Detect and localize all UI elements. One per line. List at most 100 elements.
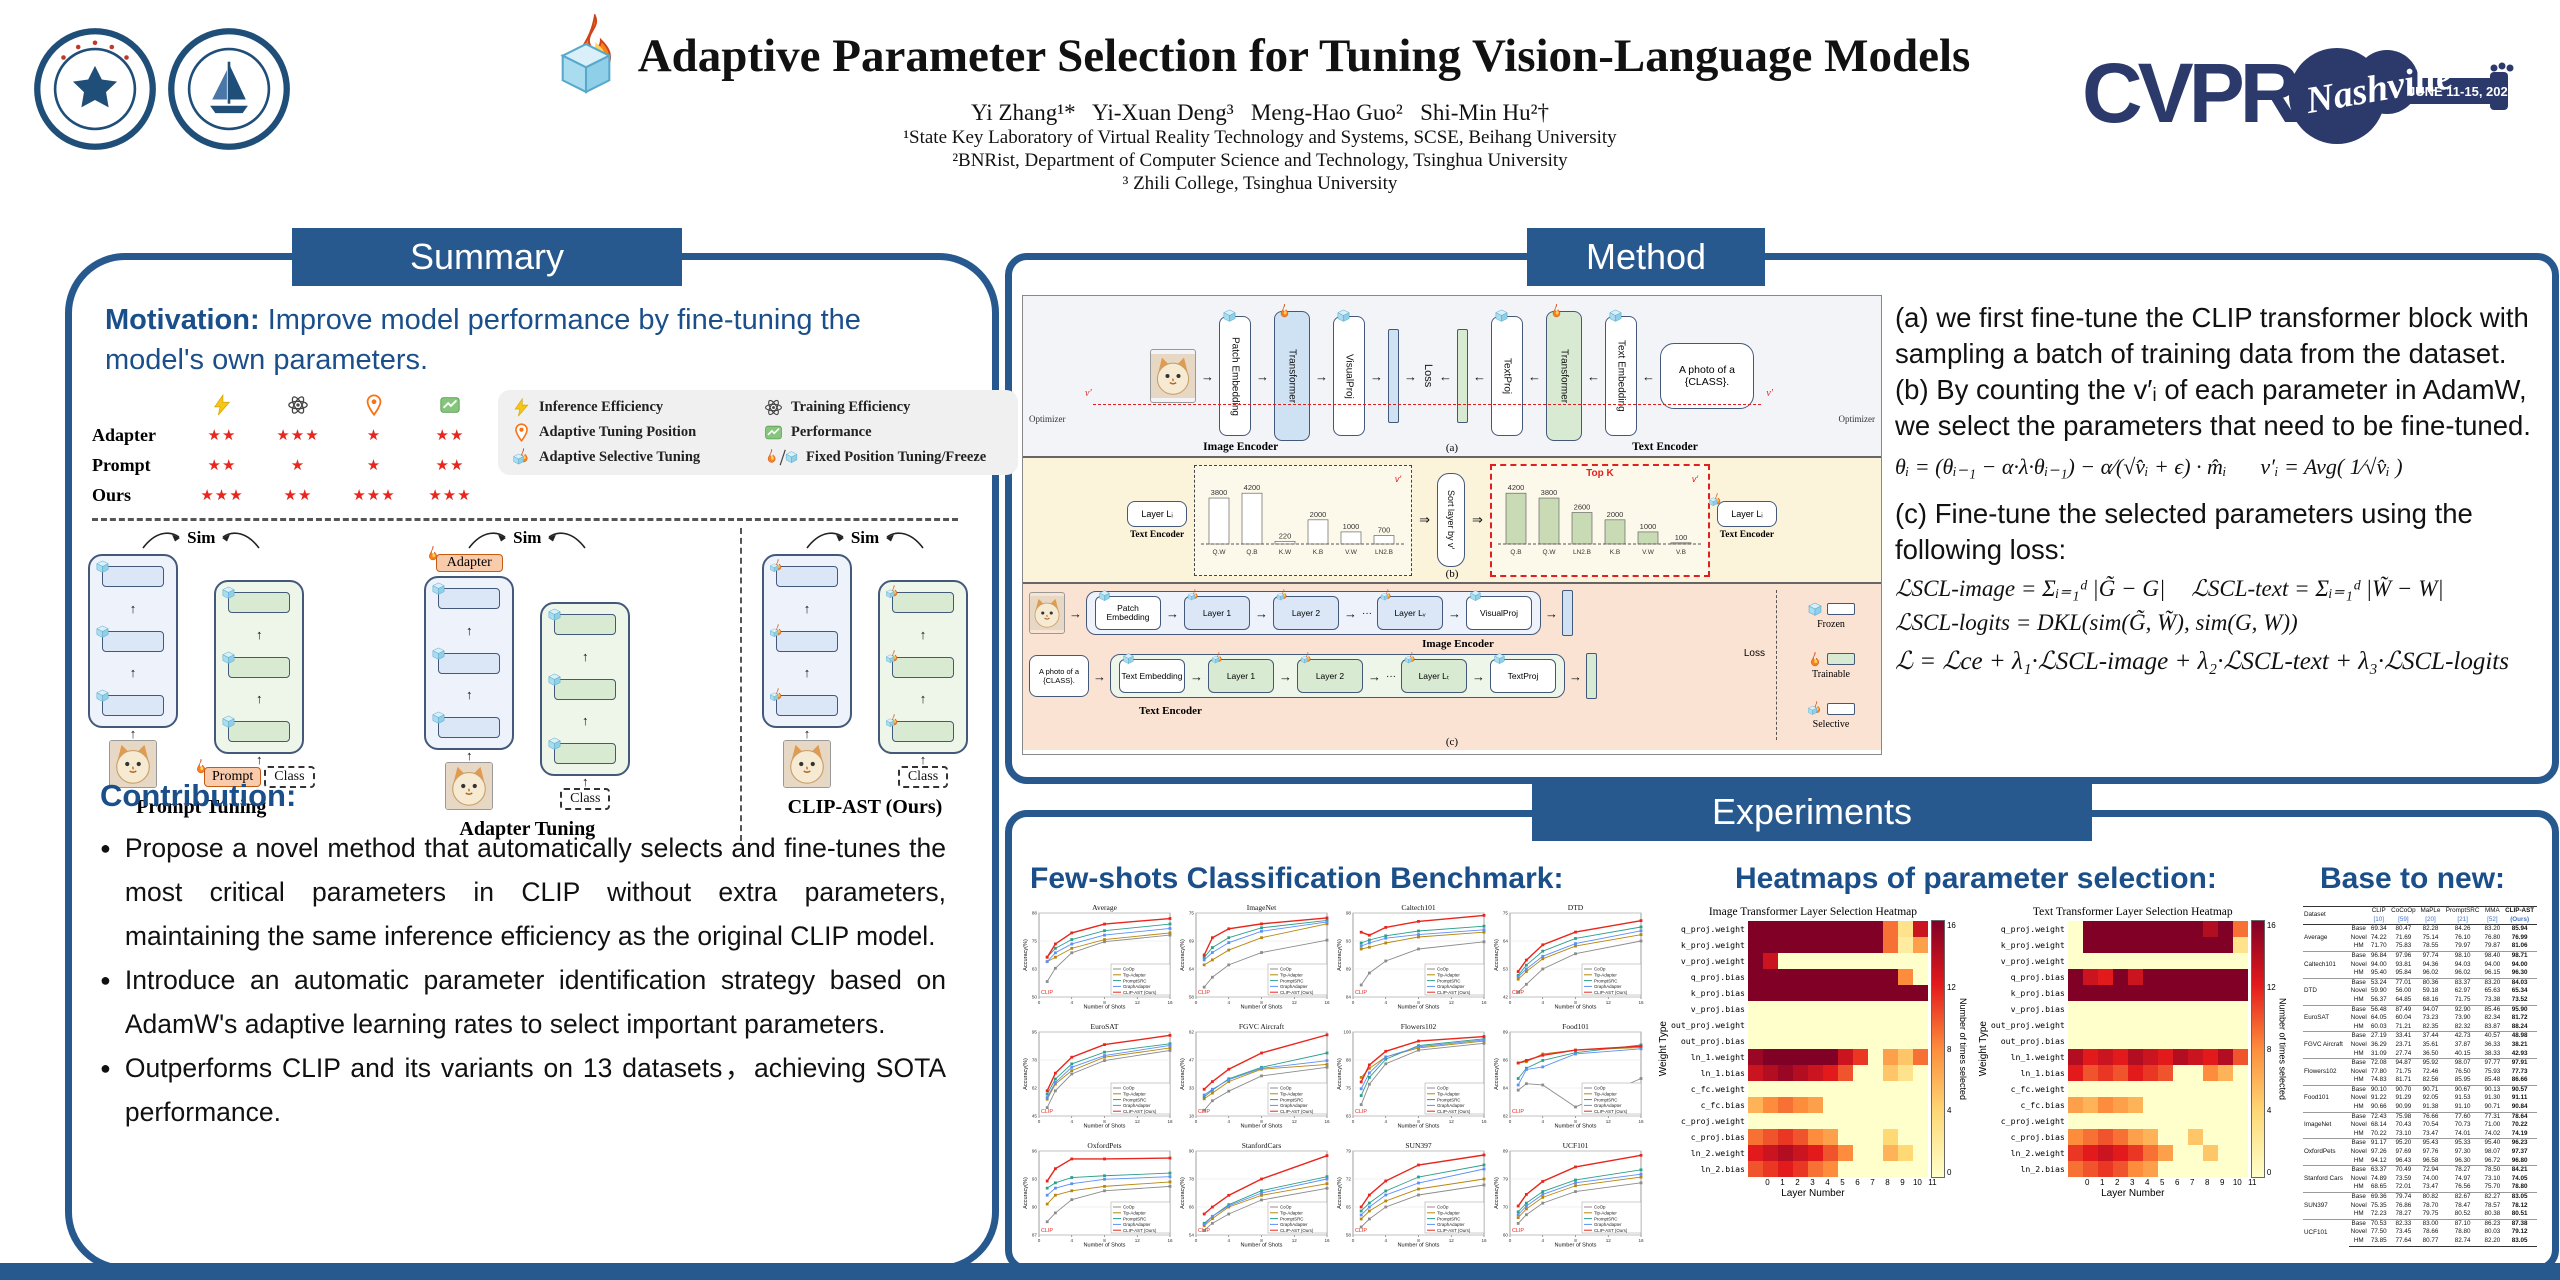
heatmap-cell [2067,1161,2083,1177]
svg-text:PromptSRC: PromptSRC [1437,1216,1460,1221]
svg-text:CLIP-AST (Ours): CLIP-AST (Ours) [1123,1109,1157,1114]
dataset-name: EuroSAT [2303,1004,2349,1032]
value-cell: 96.15 [2484,969,2501,977]
sim-similarity: Sim [805,528,925,554]
heatmap-cell [2142,1001,2158,1017]
heatmap-row-label: c_proj.bias [1690,1132,1745,1142]
svg-text:0: 0 [1195,1000,1198,1005]
sim-label: Sim [850,528,880,547]
colorbar-gradient [2250,920,2265,1178]
value-cell: 82.27 [2482,1191,2503,1202]
svg-text:PromptSRC: PromptSRC [1594,1216,1617,1221]
svg-text:58: 58 [1189,995,1195,1000]
heatmap-cell [2067,1049,2083,1065]
heatmap-cell [1882,1081,1898,1097]
heatmap-cell [2142,1161,2158,1177]
heatmap-cell [1792,921,1808,937]
heatmap-cell [2232,1017,2248,1033]
value-cell: 83.05 [2502,1236,2537,1247]
heatmap-xlabel: Layer Number [2101,1188,2165,1199]
heatmap-cell [1867,921,1883,937]
svg-text:Tip-Adapter: Tip-Adapter [1280,1092,1303,1097]
value-cell: 71.70 [2370,942,2387,950]
heatmap-cell [1867,1129,1883,1145]
heatmap-xtick: 9 [2220,1178,2225,1187]
heatmap-cell [1867,1097,1883,1113]
heatmap-cell [2097,1129,2113,1145]
svg-text:LN2.B: LN2.B [1375,549,1393,556]
heatmap-cell [2142,1049,2158,1065]
value-cell: 83.87 [2484,1022,2501,1030]
value-cell: 59.90 [2370,987,2387,995]
heatmap-cell [1897,1065,1913,1081]
value-cell: 85.46 [2482,1004,2503,1015]
svg-text:Accuracy(%): Accuracy(%) [1180,1177,1186,1209]
heatmap-xtick: 11 [1928,1178,1937,1187]
svg-text:Accuracy(%): Accuracy(%) [1023,939,1029,971]
class-token-box: Class [264,766,315,788]
encoder-layer-box: Text Embedding [1119,653,1185,693]
value-cell: 83.00 [2418,1218,2443,1229]
heatmap-cell [1762,985,1778,1001]
svg-text:CLIP: CLIP [1512,1109,1524,1115]
svg-text:CLIP: CLIP [1041,990,1053,996]
heatmap-cell [1807,1001,1823,1017]
heatmap-cell [2097,1145,2113,1161]
heatmap-cell [1867,1081,1883,1097]
heatmap-cell [2142,1081,2158,1097]
value-cell: 83.20 [2482,924,2503,934]
heatmap-cell [1807,1049,1823,1065]
heatmap-cell [2202,1113,2218,1129]
cat-image [1150,349,1196,403]
svg-text:4: 4 [1541,1119,1544,1124]
svg-text:Flowers102: Flowers102 [1401,1022,1437,1031]
image-encoder-stack: ↑↑ [88,554,178,728]
value-cell: 27.74 [2395,1049,2412,1057]
heatmap-cell [1792,969,1808,985]
svg-text:Number of Shots: Number of Shots [1398,1243,1440,1249]
heatmap-cell [2097,1049,2113,1065]
colorbar-tick: 16 [2266,921,2276,930]
heatmap-cell [2172,1065,2188,1081]
row-type: HM [2353,1022,2364,1030]
svg-text:CLIP: CLIP [1355,1228,1367,1234]
heatmap-cell [1867,1161,1883,1177]
heatmap-cell [1762,1081,1778,1097]
heatmap-cell [1792,1001,1808,1017]
ice-icon [95,559,110,574]
row-type: HM [2353,942,2364,950]
svg-text:82: 82 [1503,1114,1509,1119]
svg-text:CoOp: CoOp [1594,1205,1606,1210]
heatmap-cell [2217,1017,2233,1033]
fire-icon [1807,650,1823,667]
encoder-block [96,689,164,716]
flow-arrow: → [1093,668,1106,684]
heatmap-cell [1762,1145,1778,1161]
value-cell: 35.61 [2422,1040,2439,1048]
fire-icon [425,545,441,561]
heatmap-cell [2217,1161,2233,1177]
svg-text:54: 54 [1189,1233,1195,1238]
up-arrow: ↑ [582,713,589,729]
dataset-name: Food101 [2303,1084,2349,1113]
up-arrow: ↑ [256,752,263,767]
heatmap-cell [1807,1129,1823,1145]
svg-text:58: 58 [1346,1233,1352,1238]
university-logo-beihang-seal [32,26,158,152]
heatmap-cell [2112,1129,2128,1145]
flow-arrow: ← [1642,368,1655,384]
up-arrow: ↑ [466,687,473,703]
value-cell: 78.12 [2511,1201,2528,1209]
value-cell: 40.57 [2482,1031,2503,1041]
heatmap-cell [2097,1161,2113,1177]
experiments-section-header: Experiments [1532,783,2092,841]
heatmap-cell [1747,1033,1763,1049]
svg-text:PromptSRC: PromptSRC [1123,1216,1146,1221]
